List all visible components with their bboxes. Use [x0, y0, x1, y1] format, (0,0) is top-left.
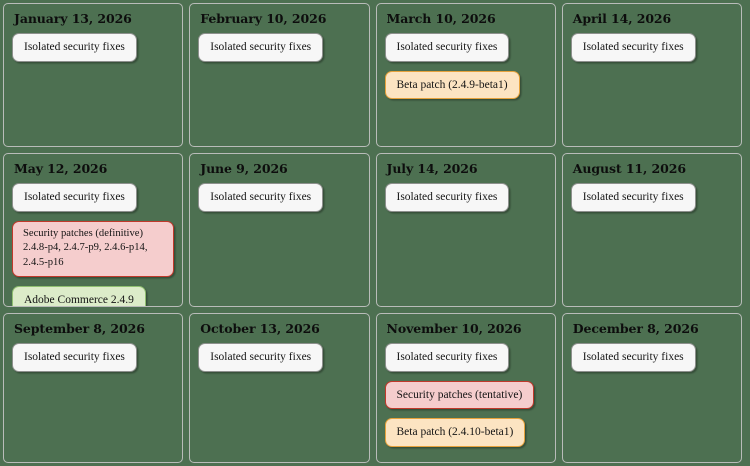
event-badge-isolated[interactable]: Isolated security fixes — [570, 343, 696, 372]
event-badge-beta[interactable]: Beta patch (2.4.9-beta1) — [384, 70, 520, 100]
month-date-heading: October 13, 2026 — [200, 321, 320, 336]
event-badge-isolated[interactable]: Isolated security fixes — [570, 183, 696, 212]
event-badge-label: Beta patch (2.4.10-beta1) — [396, 426, 514, 439]
month-date-heading: March 10, 2026 — [386, 11, 496, 26]
month-date-heading: December 8, 2026 — [572, 321, 699, 336]
event-badge-isolated[interactable]: Isolated security fixes — [384, 33, 510, 62]
event-badge-label: Isolated security fixes — [396, 351, 498, 363]
event-badge-isolated[interactable]: Isolated security fixes — [198, 343, 324, 372]
event-badge-security[interactable]: Security patches (definitive) 2.4.8-p4, 2… — [12, 220, 175, 277]
event-badge-isolated[interactable]: Isolated security fixes — [384, 183, 510, 212]
event-badge-label: Isolated security fixes — [210, 41, 312, 53]
event-badge-isolated[interactable]: Isolated security fixes — [570, 33, 696, 62]
event-badge-label: Isolated security fixes — [582, 41, 684, 53]
event-badge-label: Security patches (definitive) — [23, 227, 144, 239]
event-badge-label: Isolated security fixes — [582, 351, 684, 363]
event-badge-label: Beta patch (2.4.9-beta1) — [396, 78, 508, 91]
event-badge-label: Isolated security fixes — [396, 191, 498, 203]
event-badge-label: Isolated security fixes — [210, 351, 312, 363]
event-badge-label: Isolated security fixes — [582, 191, 684, 203]
event-badge-label: Isolated security fixes — [24, 351, 125, 363]
month-date-heading: January 13, 2026 — [14, 11, 132, 26]
event-badge-sublabel: 2.4.8-p4, 2.4.7-p9, 2.4.6-p14, 2.4.5-p16 — [23, 242, 148, 268]
event-badge-label: Isolated security fixes — [396, 41, 498, 53]
event-badge-label: Adobe Commerce 2.4.9 — [24, 293, 134, 306]
event-badge-beta[interactable]: Beta patch (2.4.10-beta1) — [384, 418, 526, 448]
month-date-heading: August 11, 2026 — [572, 161, 686, 176]
event-badge-security[interactable]: Security patches (tentative) — [384, 380, 535, 410]
month-date-heading: November 10, 2026 — [386, 321, 522, 336]
event-badge-isolated[interactable]: Isolated security fixes — [12, 33, 137, 62]
month-date-heading: May 12, 2026 — [14, 161, 108, 176]
event-badge-isolated[interactable]: Isolated security fixes — [12, 183, 137, 212]
event-badge-isolated[interactable]: Isolated security fixes — [12, 343, 137, 372]
event-badge-release[interactable]: Adobe Commerce 2.4.9 — [12, 285, 146, 306]
month-date-heading: July 14, 2026 — [386, 161, 478, 176]
event-badge-label: Isolated security fixes — [24, 191, 125, 203]
month-date-heading: June 9, 2026 — [200, 161, 288, 176]
month-date-heading: April 14, 2026 — [572, 11, 672, 26]
event-badge-label: Isolated security fixes — [24, 41, 125, 53]
month-date-heading: September 8, 2026 — [14, 321, 145, 336]
event-badge-label: Security patches (tentative) — [396, 388, 523, 401]
month-date-heading: February 10, 2026 — [200, 11, 327, 26]
event-badge-isolated[interactable]: Isolated security fixes — [384, 343, 510, 372]
event-badge-isolated[interactable]: Isolated security fixes — [198, 183, 324, 212]
event-badge-label: Isolated security fixes — [210, 191, 312, 203]
event-badge-isolated[interactable]: Isolated security fixes — [198, 33, 324, 62]
